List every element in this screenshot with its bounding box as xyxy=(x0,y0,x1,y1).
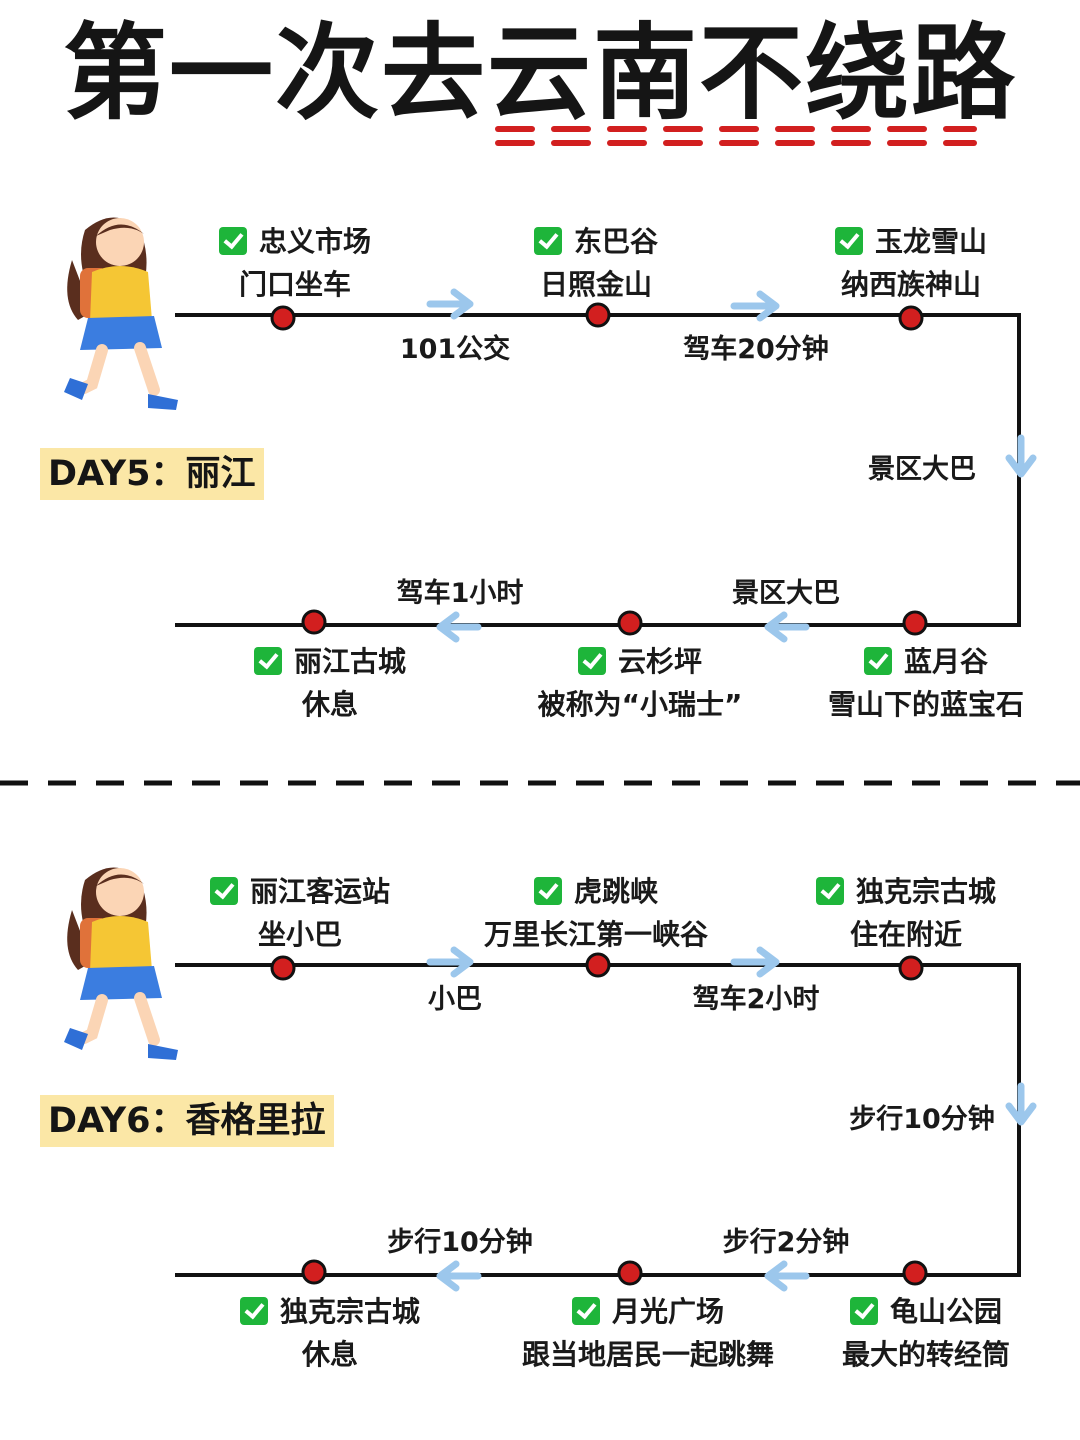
stop-name: 月光广场 xyxy=(611,1295,724,1328)
stop-label: 东巴谷 日照金山 xyxy=(466,220,726,306)
stop-label: 虎跳峡 万里长江第一峡谷 xyxy=(466,870,726,956)
arrow-right-icon xyxy=(730,946,780,978)
transport-label: 景区大巴 xyxy=(732,578,840,609)
check-icon xyxy=(815,877,844,905)
stop-label: 独克宗古城 休息 xyxy=(200,1290,460,1376)
stop-desc: 万里长江第一峡谷 xyxy=(483,918,708,951)
check-icon xyxy=(849,1297,878,1325)
stop-desc: 被称为“小瑞士” xyxy=(537,688,743,721)
check-icon xyxy=(209,877,238,905)
stop-desc: 坐小巴 xyxy=(257,918,342,951)
day5-route xyxy=(175,288,1037,643)
stop-name: 东巴谷 xyxy=(573,225,658,258)
transport-label: 驾车1小时 xyxy=(396,578,524,609)
stop-name: 云杉坪 xyxy=(617,645,702,678)
transport-label: 小巴 xyxy=(428,984,482,1015)
stop-name: 独克宗古城 xyxy=(279,1295,420,1328)
stop-label: 独克宗古城 住在附近 xyxy=(776,870,1036,956)
stop-label: 云杉坪 被称为“小瑞士” xyxy=(510,640,770,726)
girl-traveler-illustration xyxy=(64,217,178,410)
stop-desc: 跟当地居民一起跳舞 xyxy=(521,1338,774,1371)
arrow-left-icon xyxy=(764,611,810,643)
arrow-right-icon xyxy=(426,946,474,978)
stop-name: 龟山公园 xyxy=(889,1295,1002,1328)
check-icon xyxy=(863,647,892,675)
stop-name: 忠义市场 xyxy=(258,225,371,258)
arrow-down-icon xyxy=(1005,1082,1037,1126)
transport-label: 步行10分钟 xyxy=(849,1104,995,1135)
transport-label: 步行10分钟 xyxy=(387,1227,533,1258)
stop-desc: 门口坐车 xyxy=(238,268,351,301)
transport-label: 驾车20分钟 xyxy=(683,334,829,365)
stop-name: 独克宗古城 xyxy=(855,875,996,908)
transport-label: 景区大巴 xyxy=(868,454,976,485)
transport-label: 步行2分钟 xyxy=(722,1227,850,1258)
arrow-left-icon xyxy=(436,1260,482,1292)
stop-name: 玉龙雪山 xyxy=(874,225,987,258)
stop-label: 丽江客运站 坐小巴 xyxy=(170,870,430,956)
stop-name: 丽江客运站 xyxy=(249,875,390,908)
check-icon xyxy=(571,1297,600,1325)
check-icon xyxy=(533,877,562,905)
day6-label: DAY6：香格里拉 xyxy=(40,1095,334,1147)
transport-label: 101公交 xyxy=(399,334,511,365)
stop-desc: 日照金山 xyxy=(539,268,652,301)
check-icon xyxy=(834,227,863,255)
stop-label: 蓝月谷 雪山下的蓝宝石 xyxy=(796,640,1056,726)
stop-desc: 住在附近 xyxy=(849,918,962,951)
stop-desc: 雪山下的蓝宝石 xyxy=(827,688,1024,721)
stop-label: 丽江古城 休息 xyxy=(200,640,460,726)
stop-label: 月光广场 跟当地居民一起跳舞 xyxy=(518,1290,778,1376)
title-red-dash-underline xyxy=(495,126,977,146)
day6-section: DAY6：香格里拉 丽江客运站 坐小巴 虎跳峡 万里长江第一峡谷 独克宗古城 住… xyxy=(0,840,1080,1440)
transport-label: 驾车2小时 xyxy=(692,984,820,1015)
check-icon xyxy=(239,1297,268,1325)
girl-traveler-illustration xyxy=(64,867,178,1060)
stop-desc: 休息 xyxy=(301,688,358,721)
arrow-left-icon xyxy=(764,1260,810,1292)
page-title: 第一次去云南不绕路 xyxy=(62,12,1017,134)
section-divider xyxy=(0,780,1080,786)
arrow-left-icon xyxy=(436,611,482,643)
day5-section: DAY5：丽江 忠义市场 门口坐车 东巴谷 日照金山 玉龙雪山 纳西族神山 蓝月… xyxy=(0,190,1080,790)
check-icon xyxy=(577,647,606,675)
check-icon xyxy=(218,227,247,255)
arrow-right-icon xyxy=(730,290,780,322)
day6-route xyxy=(175,946,1037,1292)
check-icon xyxy=(533,227,562,255)
check-icon xyxy=(253,647,282,675)
day5-label: DAY5：丽江 xyxy=(40,448,264,500)
stop-name: 虎跳峡 xyxy=(573,875,658,908)
stop-desc: 纳西族神山 xyxy=(840,268,981,301)
stop-desc: 最大的转经筒 xyxy=(841,1338,1010,1371)
stop-name: 蓝月谷 xyxy=(903,645,988,678)
stop-label: 龟山公园 最大的转经筒 xyxy=(796,1290,1056,1376)
stop-label: 玉龙雪山 纳西族神山 xyxy=(781,220,1041,306)
stop-label: 忠义市场 门口坐车 xyxy=(165,220,425,306)
arrow-down-icon xyxy=(1005,434,1037,478)
stop-name: 丽江古城 xyxy=(293,645,406,678)
arrow-right-icon xyxy=(426,288,474,320)
stop-desc: 休息 xyxy=(301,1338,358,1371)
